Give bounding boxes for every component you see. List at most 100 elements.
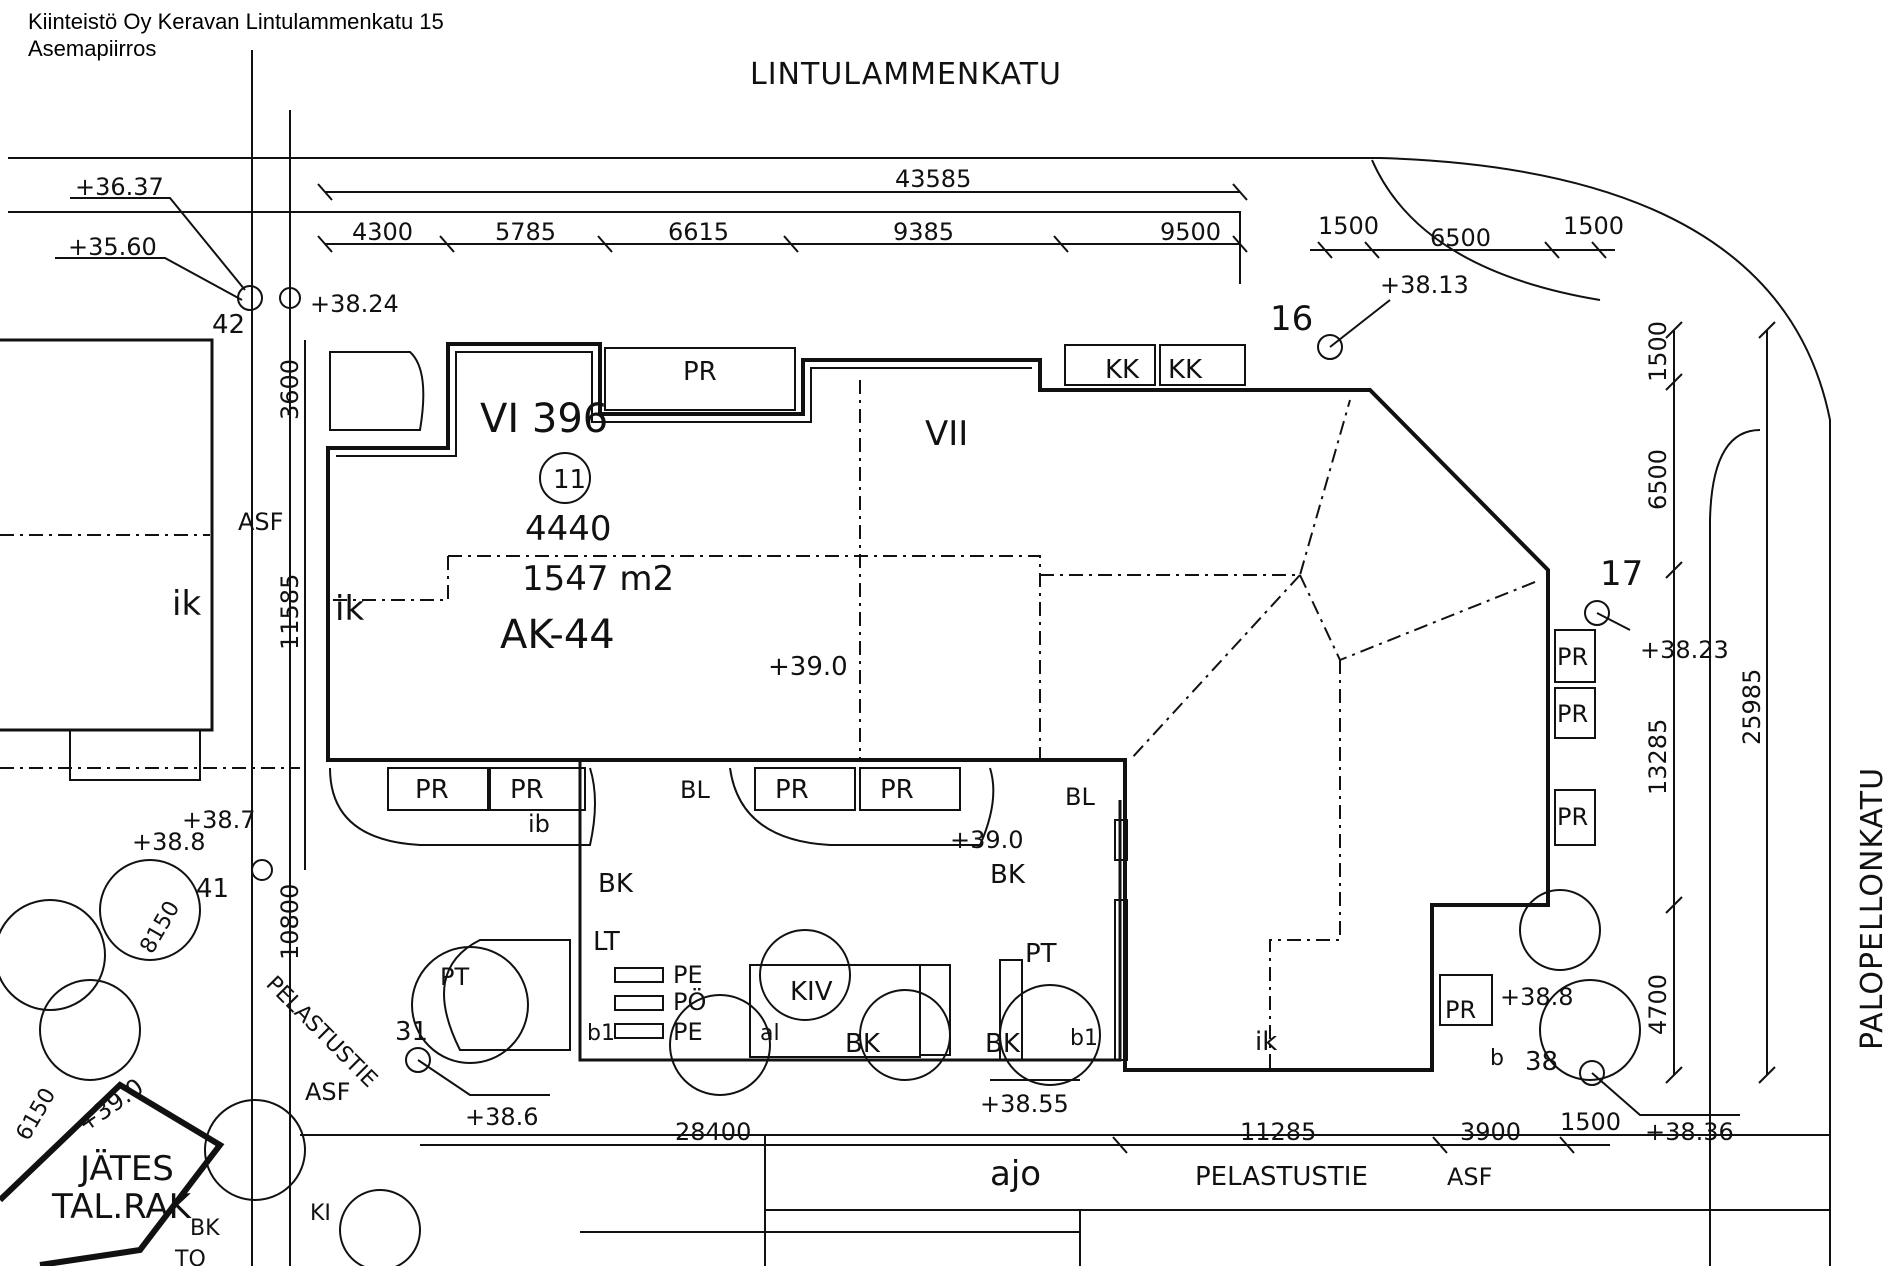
elev-3823: +38.23 (1640, 636, 1729, 664)
point-31-marker (405, 1047, 431, 1073)
floor-area: 4440 (525, 509, 612, 549)
leader-3813 (1329, 299, 1391, 348)
dim-ticks-right (1665, 321, 1776, 1084)
street-sw-rescue: PELASTUSTIE (261, 972, 382, 1093)
pr-box-s1 (387, 767, 489, 811)
garden-bed-west (329, 767, 596, 846)
label-ik-1: ik (172, 584, 201, 624)
label-po: PÖ (673, 987, 706, 1016)
elev-390c: +39.0 (72, 1073, 148, 1138)
label-asf-3: ASF (1447, 1163, 1492, 1191)
bench-2 (614, 995, 664, 1011)
bed-nw (329, 351, 425, 431)
elev-388b: +38.8 (1500, 983, 1574, 1011)
label-bk-3: BK (845, 1029, 881, 1059)
point-42b-marker (279, 287, 301, 309)
label-pt-2: PT (1025, 939, 1057, 969)
elev-388a: +38.8 (132, 828, 206, 856)
tree-5 (339, 1189, 421, 1266)
point-42-marker (237, 285, 263, 311)
tree-1 (0, 899, 106, 1011)
dim-top-seg-2: 5785 (495, 218, 556, 246)
header-title: Kiinteistö Oy Keravan Lintulammenkatu 15 (28, 9, 444, 34)
elev-387: +38.7 (182, 806, 256, 834)
inner-dash-6 (1269, 660, 1341, 1070)
label-ki: KI (310, 1201, 331, 1226)
inner-dash-5 (1129, 574, 1301, 761)
point-17-marker (1584, 600, 1610, 626)
street-east: PALOPELLONKATU (1855, 767, 1890, 1050)
tree-3 (39, 979, 141, 1081)
dim-right-1: 1500 (1644, 321, 1672, 382)
plot-area: 1547 m2 (522, 559, 674, 599)
label-pr-s4: PR (880, 775, 914, 805)
label-b1-2: b1 (1070, 1026, 1098, 1051)
elev-3560: +35.60 (68, 233, 157, 261)
dim-ticks-top (317, 183, 1607, 259)
label-waste-1: JÄTES (78, 1149, 174, 1189)
label-lt: LT (593, 927, 620, 957)
leader-3836 (1591, 1072, 1740, 1116)
label-b: b (1490, 1046, 1504, 1071)
pr-box-north (604, 347, 796, 411)
street-north: LINTULAMMENKATU (750, 57, 1062, 92)
label-bk-2: BK (990, 860, 1026, 890)
dim-top-seg-4: 9385 (893, 218, 954, 246)
tree-6 (411, 946, 529, 1064)
label-ib: ib (528, 810, 550, 838)
kk-box-1 (1064, 344, 1156, 386)
label-kk-2: KK (1168, 355, 1203, 385)
label-pr-e3: PR (1557, 803, 1588, 831)
neighbour-building-west-inner (69, 730, 201, 781)
block-label: VI 396 (480, 396, 608, 442)
label-pr-s2: PR (510, 775, 544, 805)
zoning-label: AK-44 (500, 612, 615, 658)
pr-box-s2 (489, 767, 586, 811)
label-bk-4: BK (985, 1029, 1021, 1059)
label-kiv: KIV (790, 977, 833, 1007)
dim-right-2: 6500 (1644, 449, 1672, 510)
dim-top-right-2: 6500 (1430, 224, 1491, 252)
plot-number: 11 (553, 465, 586, 495)
label-al: al (760, 1021, 780, 1046)
label-bk-5: BK (190, 1216, 220, 1241)
neighbour-building-west (0, 338, 214, 732)
tree-10 (999, 984, 1101, 1086)
dim-bottom-2: 11285 (1240, 1118, 1316, 1146)
label-pr-north: PR (683, 357, 717, 387)
label-ik-2: ik (335, 589, 364, 629)
label-pr-s3: PR (775, 775, 809, 805)
point-38: 38 (1525, 1047, 1558, 1077)
label-pr-se: PR (1445, 996, 1476, 1024)
leader-3560 (55, 257, 243, 301)
point-31: 31 (395, 1017, 428, 1047)
dim-west-1: 3600 (276, 359, 304, 420)
pr-box-s3 (754, 767, 856, 811)
plot-number-circle (539, 452, 591, 504)
dim-top-total: 43585 (895, 165, 971, 193)
dim-top-right-1: 1500 (1318, 212, 1379, 240)
dim-top-seg-1: 4300 (352, 218, 413, 246)
drawing-header: Kiinteistö Oy Keravan Lintulammenkatu 15… (28, 8, 444, 62)
label-asf-2: ASF (305, 1078, 350, 1106)
waste-shelter (0, 1081, 225, 1266)
label-pt-1: PT (440, 963, 469, 991)
tree-11 (1539, 979, 1641, 1081)
play-frame-2 (919, 964, 951, 1056)
pr-box-e3 (1554, 789, 1596, 846)
label-pr-s1: PR (415, 775, 449, 805)
point-17: 17 (1600, 554, 1643, 594)
leader-386 (417, 1059, 550, 1096)
label-ik-3: ik (1255, 1027, 1277, 1057)
bench-1 (614, 967, 664, 983)
street-south-drive: ajo (990, 1154, 1041, 1194)
point-42: 42 (212, 310, 245, 340)
label-waste-2: TAL.RAK (51, 1187, 193, 1227)
tree-7 (669, 994, 771, 1096)
tree-9 (859, 989, 951, 1081)
label-b1-1: b1 (587, 1021, 615, 1046)
north-wing-floors: VII (925, 414, 968, 454)
dim-top-seg-3: 6615 (668, 218, 729, 246)
dim-sw-1: 6150 (12, 1084, 62, 1145)
